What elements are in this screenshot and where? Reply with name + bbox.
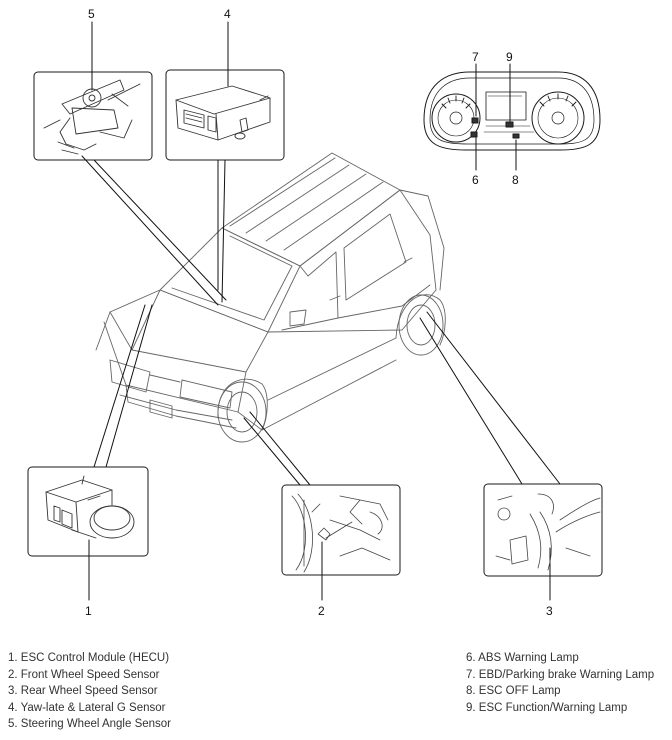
detail-box-rear-wheel-sensor <box>483 483 603 577</box>
legend-item-3: 3. Rear Wheel Speed Sensor <box>8 685 158 698</box>
legend-left: 1. ESC Control Module (HECU) 2. Front Wh… <box>8 650 171 733</box>
legend-item-5: 5. Steering Wheel Angle Sensor <box>8 718 172 731</box>
callout-3: 3 <box>546 604 553 618</box>
callout-1: 1 <box>85 604 92 618</box>
vehicle-illustration <box>95 152 446 443</box>
detail-box-steering-angle-sensor <box>33 71 153 161</box>
legend-item-6: 6. ABS Warning Lamp <box>466 652 579 664</box>
callout-5: 5 <box>88 7 95 21</box>
callout-2: 2 <box>318 604 325 618</box>
esc-component-location-diagram: 5 4 7 9 6 8 1 2 3 <box>27 7 603 618</box>
detail-box-hecu <box>27 466 149 557</box>
callout-4: 4 <box>224 7 231 21</box>
legend-item-9: 9. ESC Function/Warning Lamp <box>466 701 628 714</box>
legend-item-2: 2. Front Wheel Speed Sensor <box>8 668 160 681</box>
legend-item-8: 8. ESC OFF Lamp <box>466 685 561 698</box>
callout-numbers: 5 4 7 9 6 8 1 2 3 <box>85 7 553 618</box>
callout-7: 7 <box>472 50 479 64</box>
instrument-cluster <box>423 71 601 151</box>
leader-lines <box>81 21 561 601</box>
legend-right: 6. ABS Warning Lamp 7. EBD/Parking brake… <box>466 650 654 716</box>
legend-item-7: 7. EBD/Parking brake Warning Lamp <box>466 668 655 681</box>
legend-item-1: 1. ESC Control Module (HECU) <box>8 652 170 664</box>
detail-box-yaw-rate-sensor <box>165 69 285 161</box>
legend-item-4: 4. Yaw-late & Lateral G Sensor <box>8 701 166 714</box>
detail-box-front-wheel-sensor <box>281 484 401 576</box>
callout-8: 8 <box>512 173 519 187</box>
callout-6: 6 <box>472 173 479 187</box>
callout-9: 9 <box>506 50 513 64</box>
